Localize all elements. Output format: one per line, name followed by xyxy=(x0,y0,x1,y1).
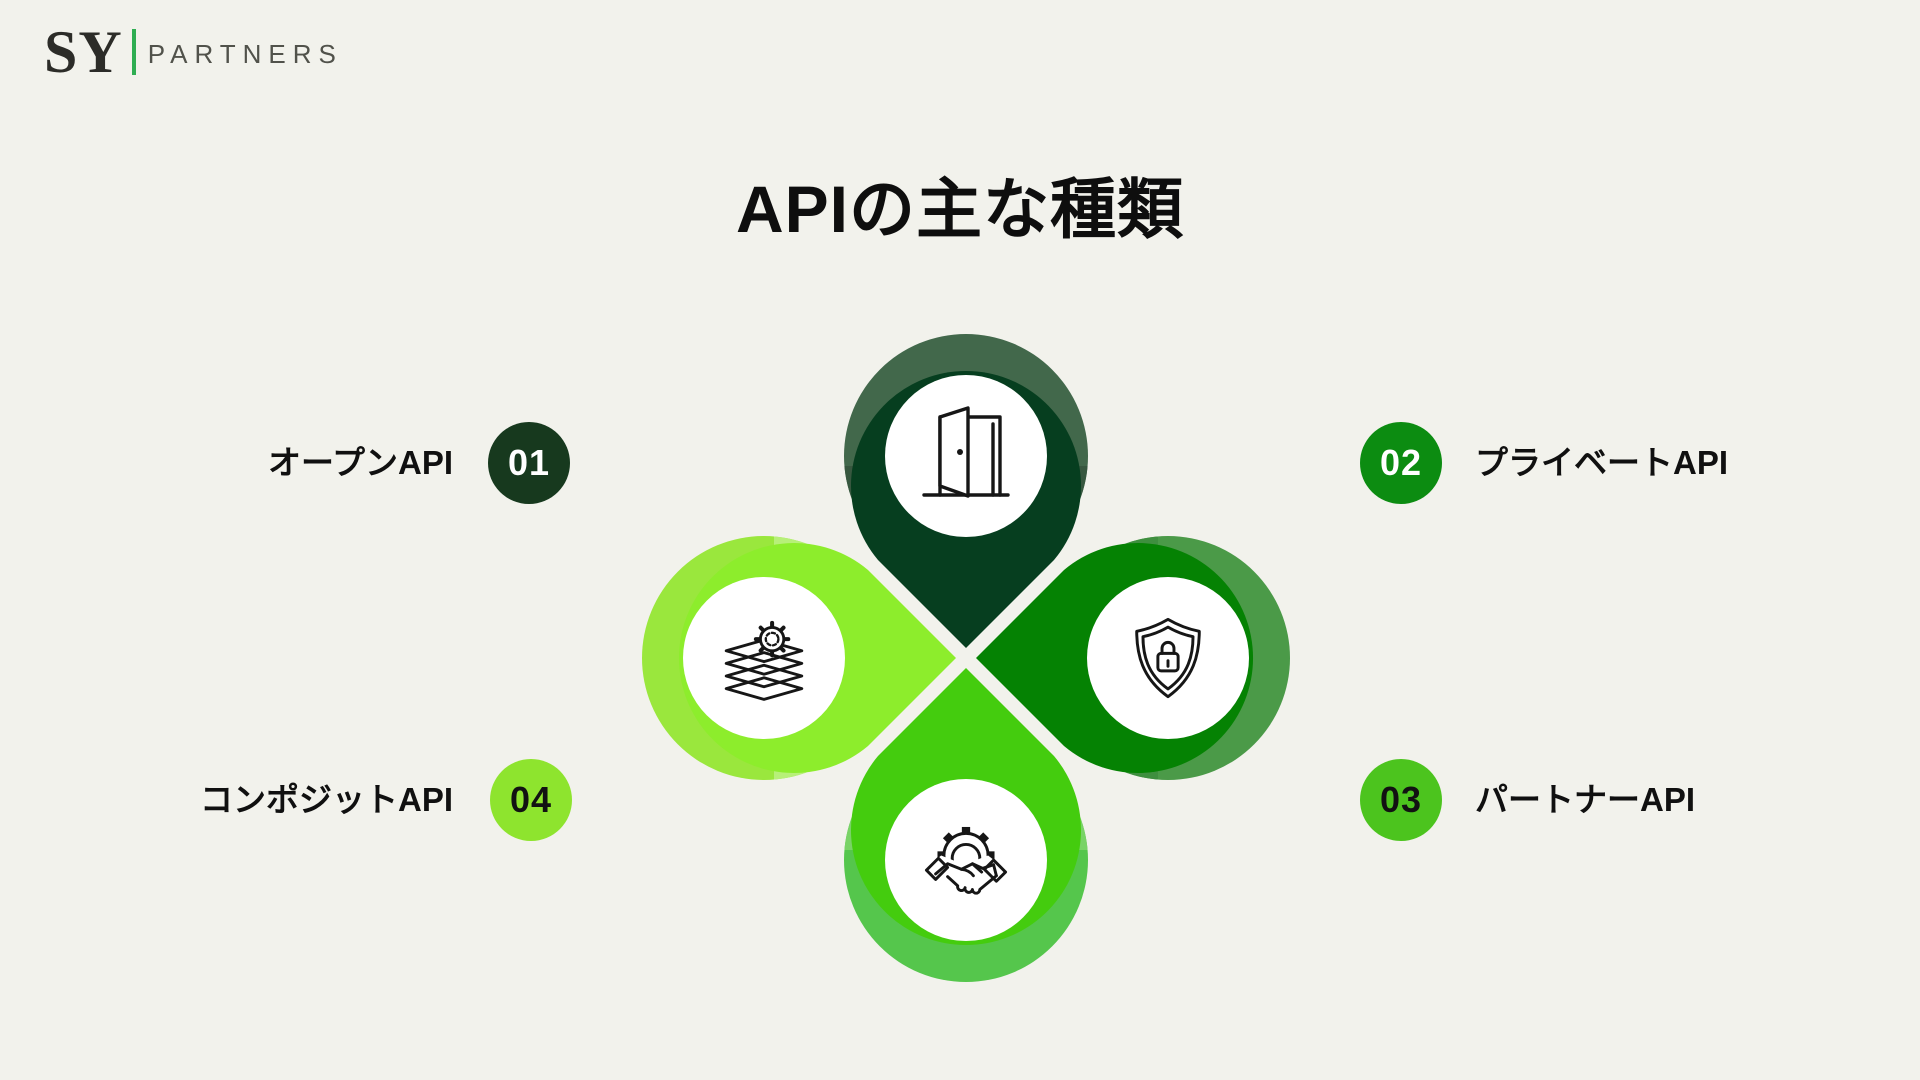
badge-02-number: 02 xyxy=(1379,442,1423,483)
page-title: APIの主な種類 xyxy=(735,172,1185,246)
open-door-icon xyxy=(922,406,1010,498)
api-types-clover-diagram xyxy=(642,334,1290,982)
petal-inner-circle xyxy=(1087,577,1249,739)
petal-private-api xyxy=(976,536,1290,780)
badge-03-number: 03 xyxy=(1379,779,1423,820)
petal-inner-circle xyxy=(683,577,845,739)
label-open-api: オープンAPI xyxy=(267,444,453,481)
badge-01: 01 xyxy=(488,422,570,504)
label-partner-api: パートナーAPI xyxy=(1475,781,1696,818)
badge-01-number: 01 xyxy=(507,442,551,483)
badge-03: 03 xyxy=(1360,759,1442,841)
logo-partners-text: PARTNERS xyxy=(147,38,343,69)
sy-partners-logo: SY PARTNERS xyxy=(44,22,343,82)
logo-divider-bar xyxy=(131,29,136,75)
badge-04: 04 xyxy=(490,759,572,841)
shield-lock-icon xyxy=(1135,617,1201,699)
badge-04-number: 04 xyxy=(509,779,553,820)
label-composite-api: コンポジットAPI xyxy=(199,781,453,818)
badge-02: 02 xyxy=(1360,422,1442,504)
logo-sy-text: SY xyxy=(44,19,123,85)
petal-composite-api xyxy=(642,536,956,780)
layers-gear-icon xyxy=(724,620,804,701)
label-private-api: プライベートAPI xyxy=(1475,444,1729,481)
handshake-gear-icon xyxy=(924,826,1008,895)
